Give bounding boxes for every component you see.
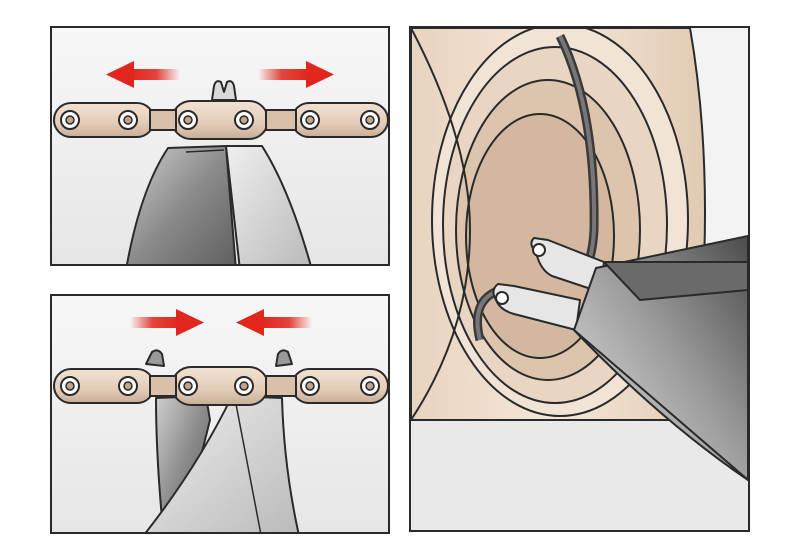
open-chain-link-panel <box>50 26 390 266</box>
snap-ring-removal-panel <box>409 26 750 532</box>
arrow-left-icon <box>106 61 180 88</box>
close-chain-link-panel <box>50 294 390 534</box>
pliers-icon <box>492 235 748 481</box>
chain-icon <box>53 366 388 406</box>
pliers-icon <box>126 80 312 264</box>
pliers-icon <box>145 349 300 532</box>
chain-icon <box>53 100 388 140</box>
arrow-left-icon <box>236 309 312 336</box>
arrow-right-icon <box>258 61 334 88</box>
arrow-right-icon <box>130 309 204 336</box>
